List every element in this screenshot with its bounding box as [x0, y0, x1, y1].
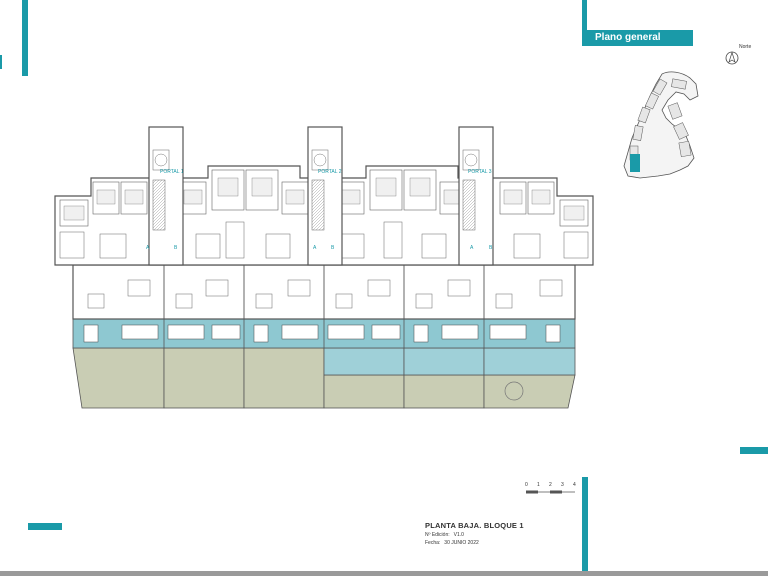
frame-bar [22, 0, 28, 76]
portal-label: PORTAL 3 [468, 169, 492, 175]
block-highlight [630, 154, 640, 172]
entrance-label: B [489, 245, 493, 251]
date-label: Fecha: [425, 540, 441, 546]
pool-zone [323, 347, 576, 376]
scale-bar: 0 1 2 3 4 [525, 482, 576, 496]
living-area [72, 264, 576, 320]
drawing-title: PLANTA BAJA. BLOQUE 1 [425, 521, 524, 530]
scale-tick: 0 [525, 482, 528, 488]
site-outline [623, 71, 699, 179]
date-value: 30 JUNIO 2022 [444, 540, 479, 546]
portal-label: PORTAL 2 [318, 169, 342, 175]
frame-bar [582, 477, 588, 576]
entrance-label: A [313, 245, 317, 251]
entrance-label: A [146, 245, 150, 251]
entrance-label: B [331, 245, 335, 251]
north-indicator: Norte [722, 44, 762, 74]
scale-tick: 1 [537, 482, 540, 488]
north-label: Norte [739, 44, 752, 50]
site-key-map [623, 71, 699, 179]
edge-mark [0, 55, 2, 69]
portal-label: PORTAL 1 [160, 169, 184, 175]
scale-tick: 4 [573, 482, 576, 488]
edition-value: V1.0 [453, 532, 464, 538]
building-blocks [629, 78, 692, 161]
frame-bar [28, 523, 62, 530]
entrance-label: A [470, 245, 474, 251]
edition-label: Nº Edición: [425, 532, 450, 538]
scale-tick: 3 [561, 482, 564, 488]
edition-row: Nº Edición:V1.0 [425, 532, 575, 538]
date-row: Fecha:30 JUNIO 2022 [425, 540, 575, 546]
scale-line [526, 490, 575, 494]
terrace-zone [72, 318, 576, 349]
plan-header: Plano general [587, 30, 693, 46]
entrance-label: B [174, 245, 178, 251]
portal-cores [148, 126, 494, 266]
scale-tick: 2 [549, 482, 552, 488]
title-block: PLANTA BAJA. BLOQUE 1 Nº Edición:V1.0 Fe… [425, 521, 575, 546]
frame-bar [740, 447, 768, 454]
bottom-border [0, 571, 768, 576]
north-arrow-icon [725, 51, 739, 65]
frame-bar [582, 0, 587, 46]
